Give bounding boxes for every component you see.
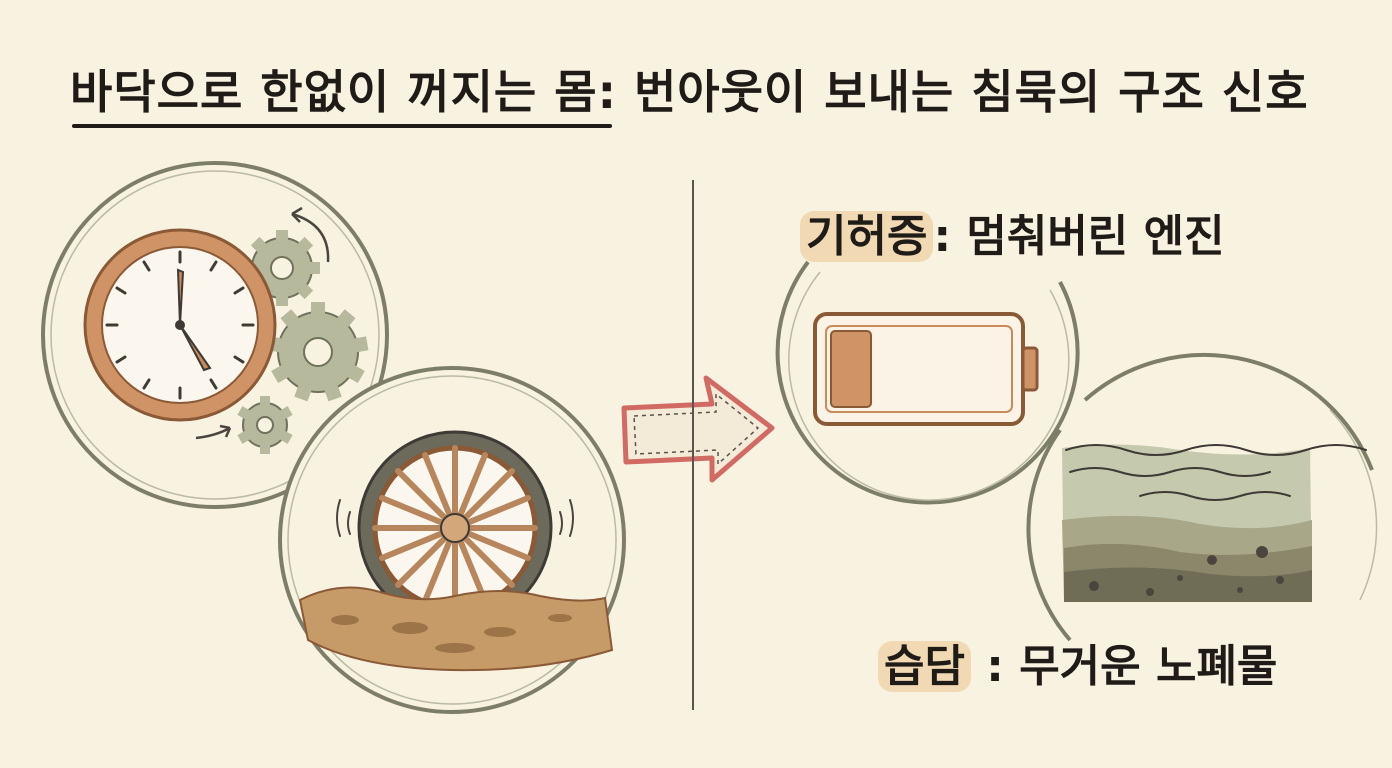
wet-label: 습담 : 무거운 노폐물	[878, 630, 1277, 694]
sludge-bubble	[1026, 352, 1378, 642]
wet-description: : 무거운 노폐물	[970, 641, 1278, 692]
energy-label: 기허증: 멈춰버린 엔진	[800, 200, 1225, 264]
page-title: 바닥으로 한없이 꺼지는 몸: 번아웃이 보내는 침묵의 구조 신호	[70, 65, 1309, 119]
sludge-layers-icon	[1062, 444, 1367, 602]
rotation-arrow-icon	[195, 206, 330, 440]
clock-bubble	[41, 161, 389, 509]
wheel-stuck-in-mud-icon	[298, 430, 614, 672]
clock-icon	[83, 228, 277, 422]
wet-term: 습담	[878, 641, 971, 692]
section-divider	[692, 180, 694, 710]
energy-term: 기허증	[800, 211, 934, 262]
battery-bubble	[775, 260, 1080, 505]
arrow-right-icon	[621, 375, 775, 483]
energy-description: : 멈춰버린 엔진	[933, 211, 1225, 262]
title-underline	[72, 124, 612, 128]
low-battery-icon	[813, 312, 1039, 426]
